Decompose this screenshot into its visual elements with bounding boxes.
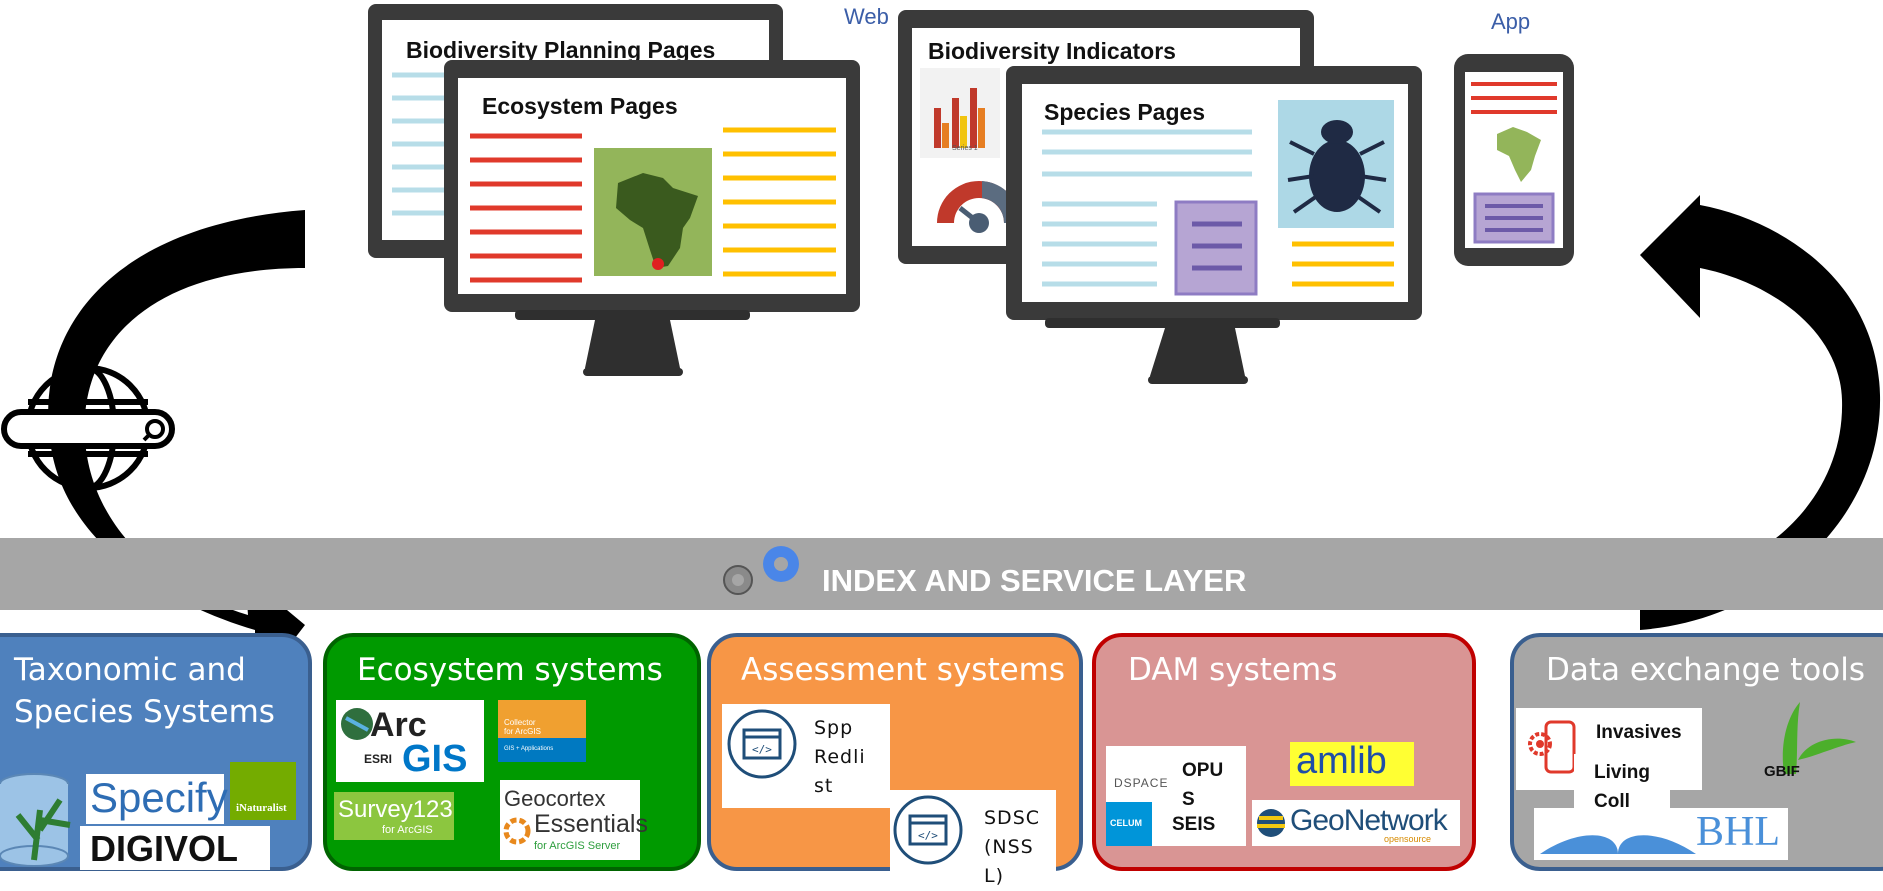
geonetwork-logo: GeoNetwork opensource [1252, 800, 1460, 846]
amlib-logo: amlib [1290, 740, 1414, 786]
spp-redlist-text: Spp Redli st [814, 717, 866, 797]
index-layer-title: INDEX AND SERVICE LAYER [822, 563, 1247, 598]
taxonomic-title-line2: Species Systems [14, 694, 275, 730]
mobile-settings-icon [1528, 720, 1576, 774]
taxonomic-title-line1: Taxonomic and [14, 652, 246, 688]
living-coll-card: Living Coll [1574, 754, 1670, 818]
app-label: App [1491, 9, 1531, 34]
africa-map-icon [1497, 127, 1541, 182]
svg-text:</>: </> [752, 743, 772, 756]
spp-redlist-card: </> Spp Redli st [722, 704, 890, 808]
svg-text:</>: </> [918, 829, 938, 842]
collector-logo: Collector for ArcGIS GIS + Applications [498, 700, 586, 762]
svg-text:Series 1: Series 1 [952, 145, 978, 152]
specify-logo: Specify [86, 774, 228, 824]
indicators-title: Biodiversity Indicators [928, 38, 1176, 64]
survey123-logo: Survey123 for ArcGIS [334, 792, 454, 840]
gbif-logo: GBIF [1764, 702, 1856, 780]
web-label: Web [844, 4, 889, 29]
invasives-text: Invasives [1596, 722, 1682, 743]
arcgis-logo: Arc ESRI GIS [336, 700, 484, 782]
species-monitor-stand [1045, 318, 1280, 384]
species-monitor: Species Pages [1006, 66, 1422, 320]
assessment-systems-title: Assessment systems [741, 652, 1066, 688]
data-exchange-title: Data exchange tools [1546, 652, 1865, 688]
bhl-logo: BHL [1534, 808, 1788, 860]
seis-text: SEIS [1172, 814, 1216, 835]
right-curved-arrow [1640, 195, 1881, 630]
database-icon [0, 773, 71, 867]
ecosystem-monitor: Ecosystem Pages [444, 60, 860, 312]
species-title: Species Pages [1044, 99, 1206, 125]
ecosystem-monitor-stand [515, 310, 750, 376]
celum-logo: CELUM [1106, 802, 1152, 846]
ecosystem-title: Ecosystem Pages [482, 93, 678, 119]
living-coll-text: Living Coll [1594, 762, 1650, 812]
sdsc-text: SDSC (NSS L) [984, 807, 1041, 887]
geocortex-logo: Geocortex Essentials for ArcGIS Server [500, 780, 648, 860]
africa-map-icon [616, 173, 698, 268]
beetle-icon [1287, 120, 1387, 214]
code-window-icon: </> [727, 709, 797, 779]
inaturalist-logo: iNaturalist [230, 762, 296, 820]
left-curved-arrow [48, 210, 305, 690]
dam-systems-title: DAM systems [1128, 652, 1338, 688]
gears-icon [723, 546, 799, 595]
svg-text:GBIF: GBIF [1764, 763, 1800, 780]
dspace-logo: DSPACE [1114, 776, 1169, 790]
code-window-icon: </> [893, 795, 963, 865]
planning-title: Biodiversity Planning Pages [406, 37, 716, 63]
index-service-layer [0, 538, 1883, 610]
digivol-logo: DIGIVOL [80, 826, 270, 870]
opus-text: OPU S [1182, 760, 1224, 810]
opus-card: DSPACE CELUM OPU S SEIS [1106, 746, 1246, 846]
mobile-phone [1454, 54, 1574, 266]
ecosystem-systems-title: Ecosystem systems [357, 652, 663, 688]
globe-search-icon [1, 365, 175, 491]
sdsc-card: </> SDSC (NSS L) [890, 790, 1056, 889]
